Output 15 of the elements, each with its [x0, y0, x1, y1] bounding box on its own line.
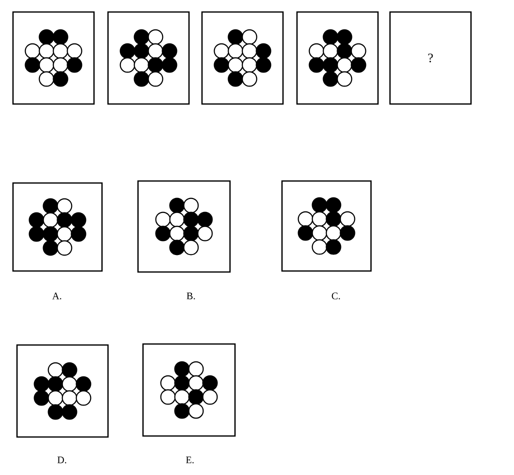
- option-label: A.: [52, 292, 62, 300]
- pattern-box: [16, 344, 109, 438]
- pattern-box: [142, 343, 236, 437]
- pattern-box: [12, 11, 95, 105]
- option-label: B.: [186, 292, 195, 300]
- option-label: C.: [332, 292, 340, 300]
- pattern-box: [137, 180, 231, 273]
- option-label: E.: [186, 456, 194, 464]
- option-label: D.: [57, 456, 66, 464]
- pattern-box: [296, 11, 379, 105]
- pattern-box: [107, 11, 190, 105]
- pattern-box: [201, 11, 284, 105]
- pattern-box: [281, 180, 372, 272]
- question-box: ?: [389, 11, 472, 105]
- pattern-box: [12, 182, 103, 272]
